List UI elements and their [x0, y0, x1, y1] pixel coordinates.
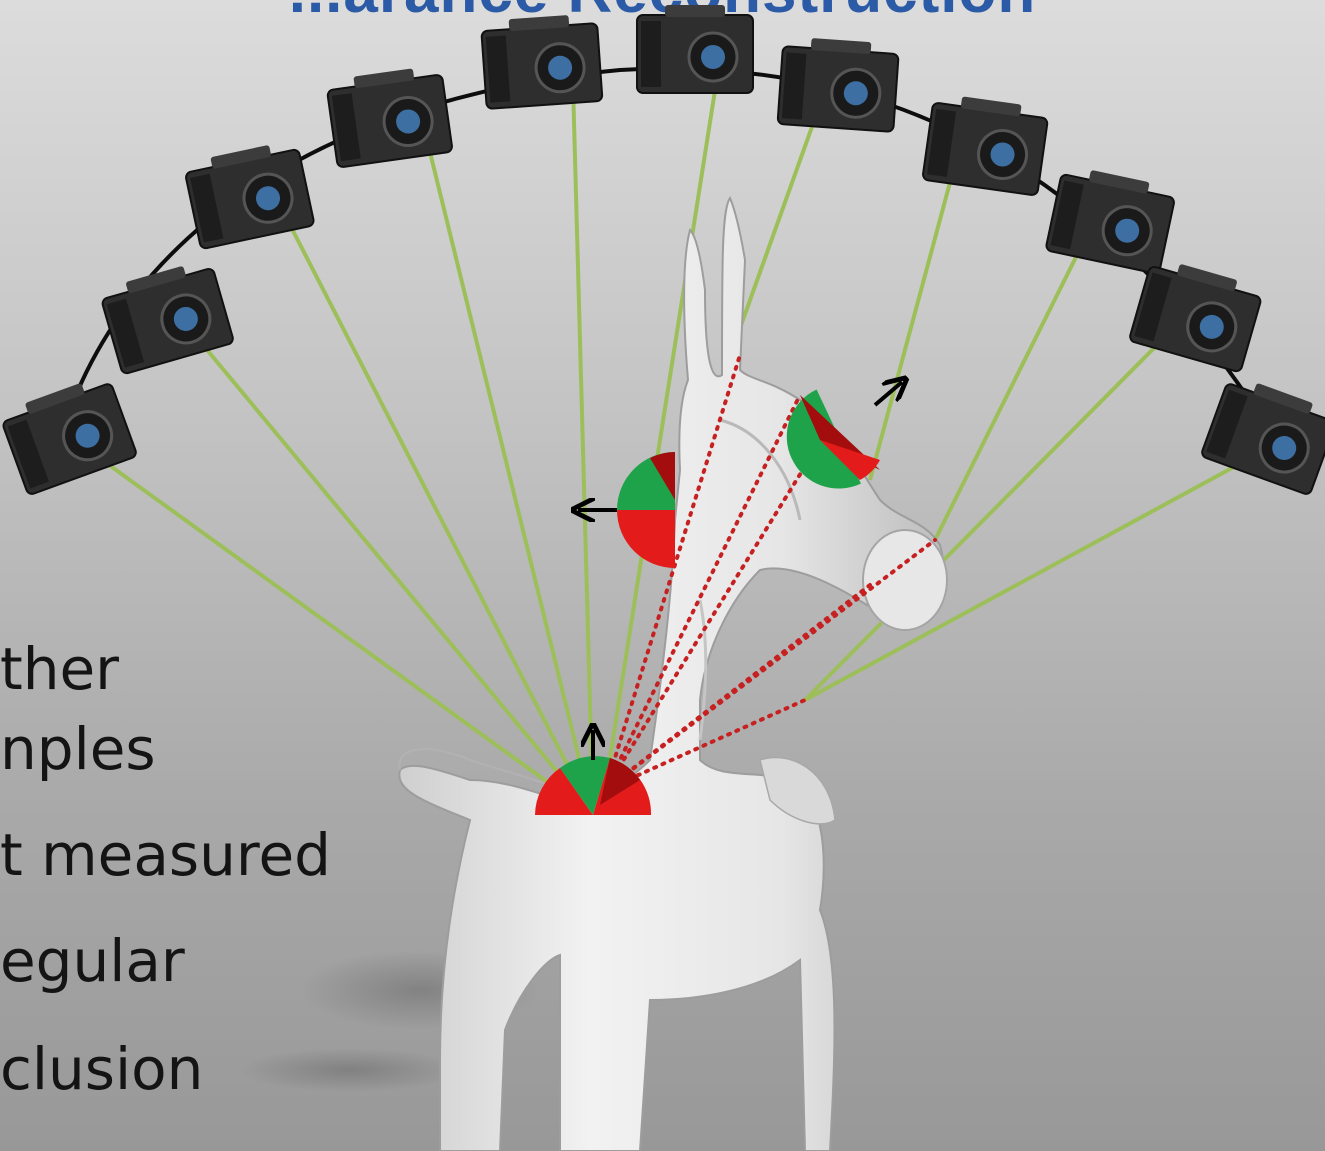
camera-ray: [870, 175, 952, 480]
llama-model: [399, 198, 947, 1151]
camera-icon: [922, 92, 1049, 195]
bullet-1: ther: [0, 640, 119, 698]
camera-ray: [573, 85, 593, 815]
sample-neck: [578, 452, 675, 568]
camera-icon: [637, 5, 753, 93]
camera-icon: [326, 64, 453, 167]
camera-ray: [290, 225, 593, 815]
bullet-5: clusion: [0, 1040, 203, 1098]
bullet-2: nples: [0, 720, 156, 778]
bullet-3: t measured: [0, 826, 331, 884]
camera-icon: [777, 36, 899, 132]
bullet-4: egular: [0, 932, 185, 990]
camera-icon: [481, 13, 603, 109]
camera-icon: [0, 373, 137, 495]
camera-icon: [1045, 164, 1177, 274]
